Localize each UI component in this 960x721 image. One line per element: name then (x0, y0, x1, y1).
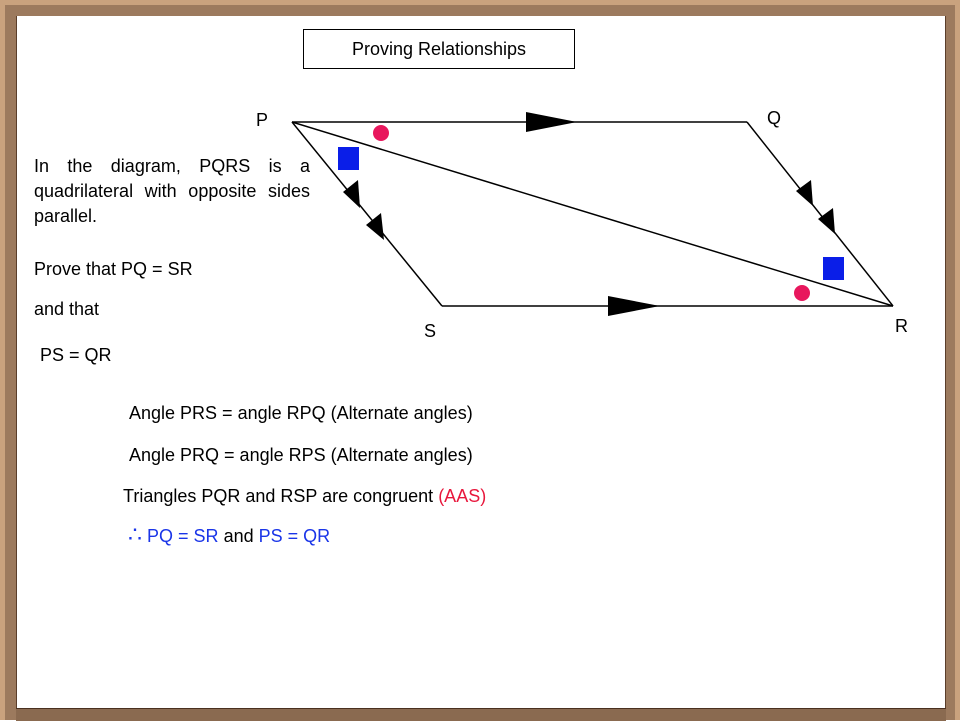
diagonal-pr (291, 121, 894, 307)
circle-marker-r (794, 285, 810, 301)
vertex-label-p: P (256, 110, 269, 130)
square-marker-p (338, 147, 359, 170)
therefore-symbol: ∴ (128, 522, 142, 547)
intro-paragraph: In the diagram, PQRS is a quadrilateral … (34, 156, 310, 226)
proof-line-3: Triangles PQR and RSP are congruent (AAS… (123, 486, 486, 507)
arrow-ps-2 (366, 213, 384, 240)
vertex-label-s: S (424, 321, 437, 341)
arrow-qr-1 (796, 180, 813, 206)
conclusion-pq-sr: PQ = SR (147, 526, 219, 546)
slide-title: Proving Relationships (303, 29, 575, 69)
vertex-label-r: R (895, 316, 908, 336)
conclusion-ps-qr: PS = QR (258, 526, 331, 546)
arrow-qr-2 (818, 208, 835, 234)
slide (16, 16, 946, 710)
arrow-ps-1 (343, 180, 360, 208)
prove-line-3: PS = QR (40, 345, 112, 365)
side-ps (291, 121, 443, 307)
prove-line-1: Prove that PQ = SR (34, 259, 193, 279)
proof-line-2: Angle PRQ = angle RPS (Alternate angles) (129, 445, 473, 465)
arrow-pq (526, 112, 577, 132)
proof-line-3-reason: (AAS) (438, 486, 487, 506)
circle-marker-p (373, 125, 389, 141)
vertex-label-q: Q (767, 108, 782, 128)
side-qr (746, 121, 894, 307)
proof-line-1: Angle PRS = angle RPQ (Alternate angles) (129, 403, 473, 423)
proof-line-3-text: Triangles PQR and RSP are congruent (123, 486, 434, 506)
proof-conclusion: ∴ PQ = SR and PS = QR (128, 522, 330, 548)
conclusion-and: and (223, 526, 254, 546)
square-marker-r (823, 257, 844, 280)
arrow-sr (608, 296, 660, 316)
prove-line-2: and that (34, 299, 100, 319)
bottom-strip (16, 708, 946, 721)
